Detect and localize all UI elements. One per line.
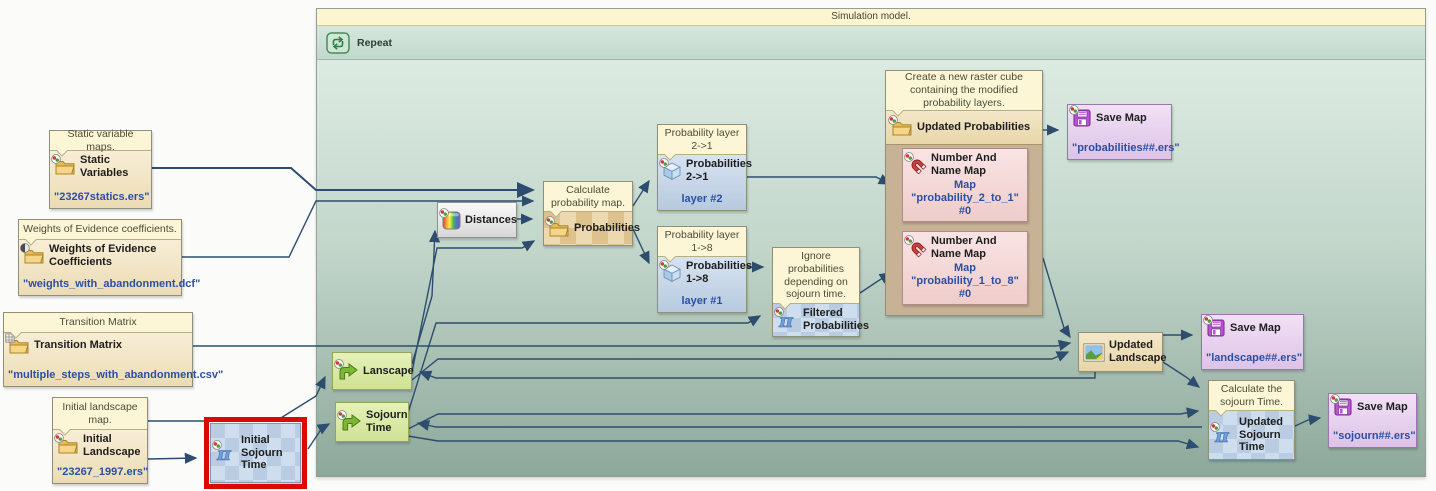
functor-save-map-landscape[interactable]: Save Map "landscape##.ers" xyxy=(1201,314,1304,370)
functor-initial-landscape[interactable]: Initial landscape map. Initial Landscape… xyxy=(52,397,148,484)
folder-weights-icon xyxy=(23,246,45,265)
repeat-container-header[interactable]: Repeat xyxy=(317,26,1425,60)
static-variables-value: "23267statics.ers" xyxy=(54,191,150,204)
folder-map-icon xyxy=(57,436,79,455)
save-sojourn-value: "sojourn##.ers" xyxy=(1333,430,1416,443)
cube-icon xyxy=(662,161,682,181)
magnet-icon xyxy=(907,238,927,258)
save-landscape-value: "landscape##.ers" xyxy=(1206,352,1303,365)
pi-icon xyxy=(215,443,237,463)
functor-sojourn-time-mux[interactable]: Sojourn Time xyxy=(335,402,409,442)
functor-number-name-map-1-8[interactable]: Number And Name Map Map "probability_1_t… xyxy=(902,231,1028,305)
initial-landscape-value: "23267_1997.ers" xyxy=(57,466,149,479)
floppy-disk-icon xyxy=(1072,108,1092,128)
comment-transition-matrix: Transition Matrix xyxy=(4,313,192,339)
functor-updated-sojourn-time[interactable]: Calculate the sojourn Time. Updated Sojo… xyxy=(1208,380,1295,460)
comment-create-raster-cube: Create a new raster cube containing the … xyxy=(886,71,1042,117)
functor-filtered-probabilities[interactable]: Ignore probabilities depending on sojour… xyxy=(772,247,869,337)
simulation-model-title: Simulation model. xyxy=(317,9,1425,26)
functor-static-variables[interactable]: Static variable maps. Static Variables "… xyxy=(49,128,152,209)
functor-number-name-map-2-1[interactable]: Number And Name Map Map "probability_2_t… xyxy=(902,148,1028,222)
comment-calculate-probability-map: Calculate probability map. xyxy=(544,182,632,218)
comment-probability-layer-2-1: Probability layer 2->1 xyxy=(658,125,746,161)
comment-initial-landscape-map: Initial landscape map. xyxy=(53,398,147,436)
functor-lanscape-mux[interactable]: Lanscape xyxy=(332,352,414,390)
functor-initial-sojourn-time[interactable]: Initial Sojourn Time xyxy=(210,423,301,483)
landscape-image-icon xyxy=(1083,343,1105,362)
functor-weights-of-evidence[interactable]: Weights of Evidence coefficients. Weight… xyxy=(18,219,201,296)
functor-updated-landscape[interactable]: Updated Landscape xyxy=(1078,332,1166,372)
weights-value: "weights_with_abandonment.dcf" xyxy=(23,278,201,291)
folder-map-icon xyxy=(548,219,570,238)
repeat-icon xyxy=(326,32,350,54)
repeat-label: Repeat xyxy=(357,36,393,49)
map-1-8-value: Map "probability_1_to_8" #0 xyxy=(911,262,1019,300)
folder-map-icon xyxy=(891,118,913,137)
map-2-1-value: Map "probability_2_to_1" #0 xyxy=(911,179,1019,217)
mux-arrow-icon xyxy=(340,413,362,432)
pi-icon xyxy=(1213,425,1235,445)
functor-distances[interactable]: Distances xyxy=(437,202,517,238)
comment-probability-layer-1-8: Probability layer 1->8 xyxy=(658,227,746,263)
port-layer-1: layer #1 xyxy=(681,295,723,307)
comment-ignore-probabilities: Ignore probabilities depending on sojour… xyxy=(773,248,859,310)
functor-probabilities-1-8[interactable]: Probability layer 1->8 Probabilities 1->… xyxy=(657,226,752,313)
rainbow-map-icon xyxy=(442,211,461,230)
comment-static-variable-maps: Static variable maps. xyxy=(50,128,151,157)
comment-calculate-sojourn-time: Calculate the sojourn Time. xyxy=(1209,381,1294,417)
folder-map-icon xyxy=(54,157,76,176)
floppy-disk-icon xyxy=(1206,318,1226,338)
folder-table-icon xyxy=(8,336,30,355)
mux-arrow-icon xyxy=(337,362,359,381)
transition-matrix-value: "multiple_steps_with_abandonment.csv" xyxy=(8,369,224,382)
functor-calc-probabilities[interactable]: Calculate probability map. Probabilities xyxy=(543,181,640,246)
functor-probabilities-2-1[interactable]: Probability layer 2->1 Probabilities 2->… xyxy=(657,124,752,211)
floppy-disk-icon xyxy=(1333,397,1353,417)
updated-probabilities-header: Updated Probabilities xyxy=(886,111,1042,145)
functor-save-map-sojourn[interactable]: Save Map "sojourn##.ers" xyxy=(1328,393,1417,448)
pi-icon xyxy=(777,310,799,330)
magnet-icon xyxy=(907,155,927,175)
functor-transition-matrix[interactable]: Transition Matrix Transition Matrix "mul… xyxy=(3,312,224,387)
port-layer-2: layer #2 xyxy=(681,193,723,205)
functor-save-map-probabilities[interactable]: Save Map "probabilities##.ers" xyxy=(1067,104,1180,160)
comment-weights-of-evidence: Weights of Evidence coefficients. xyxy=(19,220,181,246)
save-probabilities-value: "probabilities##.ers" xyxy=(1072,142,1180,155)
cube-icon xyxy=(662,263,682,283)
